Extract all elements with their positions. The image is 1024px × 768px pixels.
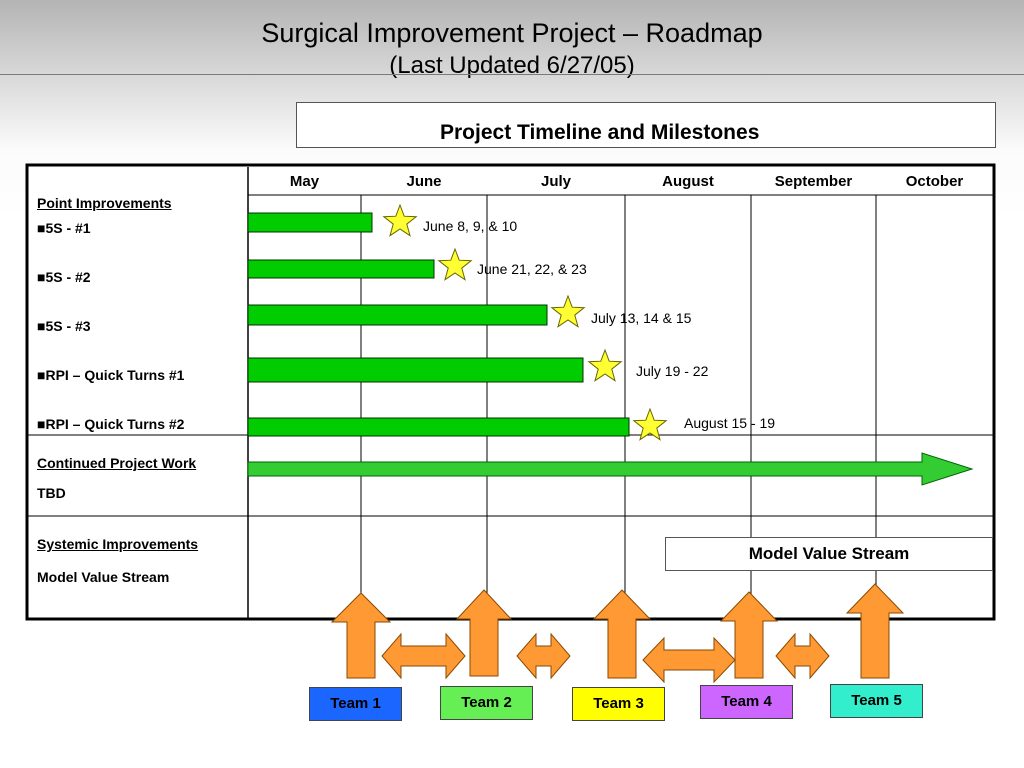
team-1-box: Team 1 (309, 687, 402, 721)
team-label: Team 5 (851, 692, 902, 709)
month-august: August (662, 173, 714, 190)
team-5-box: Team 5 (830, 684, 923, 718)
month-september: September (774, 173, 853, 190)
item-label-5s-1: ■5S - #1 (37, 220, 91, 236)
milestone-star-icon (437, 247, 473, 281)
team-up-arrow (719, 591, 779, 679)
month-october: October (905, 173, 964, 190)
item-label-5s-2: ■5S - #2 (37, 269, 91, 285)
progress-bar-rpi-1 (247, 357, 584, 383)
team-up-arrow (845, 583, 905, 679)
team-4-box: Team 4 (700, 685, 793, 719)
point-improvements-heading: Point Improvements (37, 195, 172, 211)
milestone-date-5s-1: June 8, 9, & 10 (423, 218, 518, 234)
team-up-arrow (330, 592, 392, 679)
timeline-title-box (296, 102, 996, 148)
item-label-rpi-2: ■RPI – Quick Turns #2 (37, 416, 185, 432)
milestone-date-5s-3: July 13, 14 & 15 (591, 310, 692, 326)
team-link-arrow (381, 632, 466, 680)
progress-bar-5s-1 (247, 212, 373, 233)
milestone-date-rpi-2: August 15 - 19 (684, 415, 776, 431)
milestone-star-icon (632, 407, 668, 441)
progress-bar-rpi-2 (247, 417, 630, 437)
model-value-stream-box: Model Value Stream (665, 537, 993, 571)
milestone-star-icon (550, 294, 586, 328)
team-link-arrow (775, 632, 830, 680)
milestone-star-icon (382, 203, 418, 237)
team-3-box: Team 3 (572, 687, 665, 721)
item-label-5s-3: ■5S - #3 (37, 318, 91, 334)
team-2-box: Team 2 (440, 686, 533, 720)
continued-work-sub: TBD (37, 485, 66, 501)
milestone-star-icon (587, 348, 623, 382)
progress-bar-5s-3 (247, 304, 548, 326)
page-title: Surgical Improvement Project – Roadmap (261, 18, 763, 48)
timeline-title: Project Timeline and Milestones (440, 121, 760, 144)
team-link-arrow (516, 632, 571, 680)
progress-bar-5s-2 (247, 259, 435, 279)
month-june: June (406, 173, 442, 190)
milestone-date-rpi-1: July 19 - 22 (636, 363, 709, 379)
team-up-arrow (592, 589, 652, 679)
systemic-improvements-sub: Model Value Stream (37, 569, 170, 585)
team-label: Team 2 (461, 694, 512, 711)
team-label: Team 1 (330, 695, 381, 712)
title-divider (0, 74, 1024, 75)
month-july: July (540, 173, 571, 190)
continued-work-arrow (247, 452, 974, 486)
milestone-date-5s-2: June 21, 22, & 23 (477, 261, 587, 277)
month-may: May (289, 173, 320, 190)
systemic-improvements-heading: Systemic Improvements (37, 536, 199, 552)
item-label-rpi-1: ■RPI – Quick Turns #1 (37, 367, 185, 383)
team-label: Team 4 (721, 693, 772, 710)
continued-work-heading: Continued Project Work (37, 455, 197, 471)
team-label: Team 3 (593, 695, 644, 712)
team-up-arrow (455, 589, 513, 677)
team-link-arrow (642, 636, 736, 684)
